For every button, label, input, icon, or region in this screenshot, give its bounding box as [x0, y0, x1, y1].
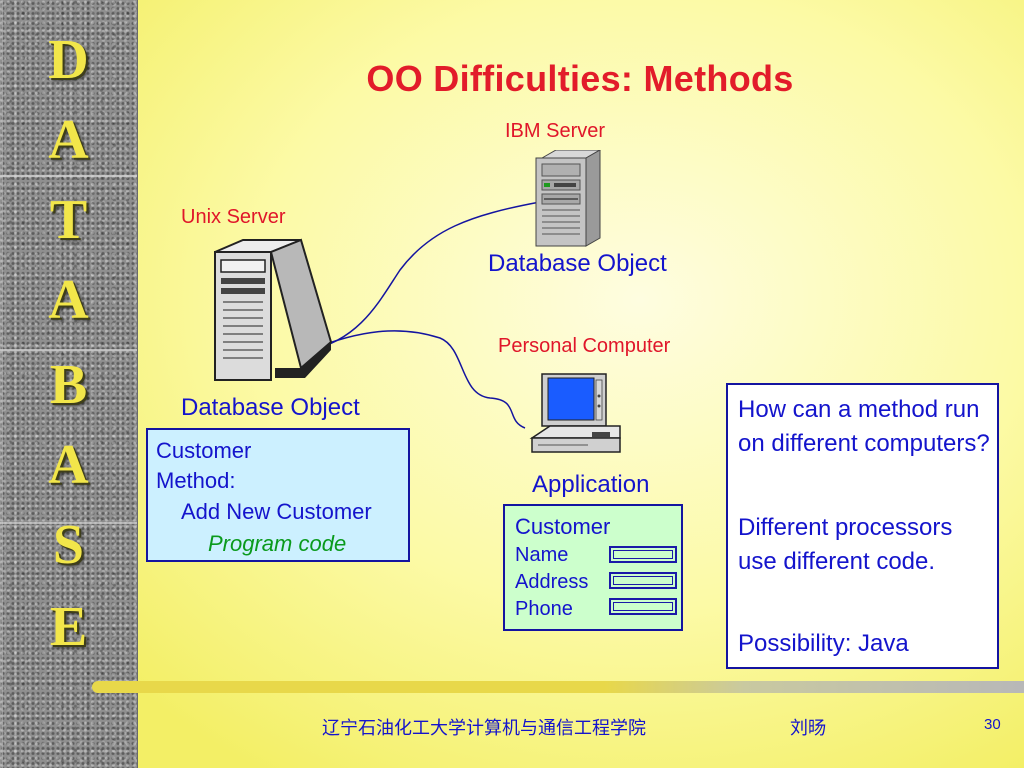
sidebar-letter-a2: A [48, 269, 89, 331]
phone-field[interactable] [609, 598, 677, 615]
unix-server-icon [214, 238, 333, 381]
personal-computer-label: Personal Computer [498, 335, 671, 357]
sidebar-letter-s: S [52, 514, 85, 576]
granite-sidebar: D A T A B A S E [0, 0, 138, 768]
footer-divider-bar [92, 681, 1024, 693]
address-field[interactable] [609, 572, 677, 589]
ibm-database-object-label: Database Object [488, 250, 667, 277]
sidebar-letter-d: D [48, 29, 89, 91]
sidebar-letter-t: T [49, 189, 88, 251]
app-form-name-label: Name [515, 544, 569, 566]
sidebar-letter-e: E [49, 596, 88, 658]
application-form-box: Customer Name Address Phone [503, 504, 683, 631]
method-box-add-new-customer: Add New Customer [181, 499, 372, 524]
app-form-phone-label: Phone [515, 598, 573, 620]
sidebar-letter-b: B [49, 354, 88, 416]
ibm-server-label: IBM Server [505, 120, 606, 142]
processors-paragraph: Different processors use different code. [738, 514, 953, 575]
ibm-server-icon [535, 150, 602, 247]
unix-server-label: Unix Server [181, 206, 286, 228]
sidebar-letter-a1: A [48, 109, 89, 171]
unix-database-object-label: Database Object [181, 394, 360, 421]
footer-author: 刘旸 [790, 718, 826, 738]
slide-title: OO Difficulties: Methods [366, 58, 794, 99]
personal-computer-icon [529, 373, 621, 453]
method-box-program-code: Program code [208, 531, 347, 556]
page-number: 30 [984, 716, 1001, 733]
question-box: How can a method run on different comput… [726, 383, 999, 669]
app-form-heading: Customer [515, 514, 611, 539]
app-form-address-label: Address [515, 571, 589, 593]
method-box-customer: Customer [156, 438, 252, 463]
customer-method-box: Customer Method: Add New Customer Progra… [146, 428, 410, 562]
method-box-method-label: Method: [156, 468, 236, 493]
application-label: Application [532, 471, 650, 498]
footer-institution: 辽宁石油化工大学计算机与通信工程学院 [322, 718, 646, 738]
question-paragraph: How can a method run on different comput… [738, 396, 990, 457]
possibility-paragraph: Possibility: Java [738, 630, 909, 657]
name-field[interactable] [609, 546, 677, 563]
sidebar-letter-a3: A [48, 434, 89, 496]
